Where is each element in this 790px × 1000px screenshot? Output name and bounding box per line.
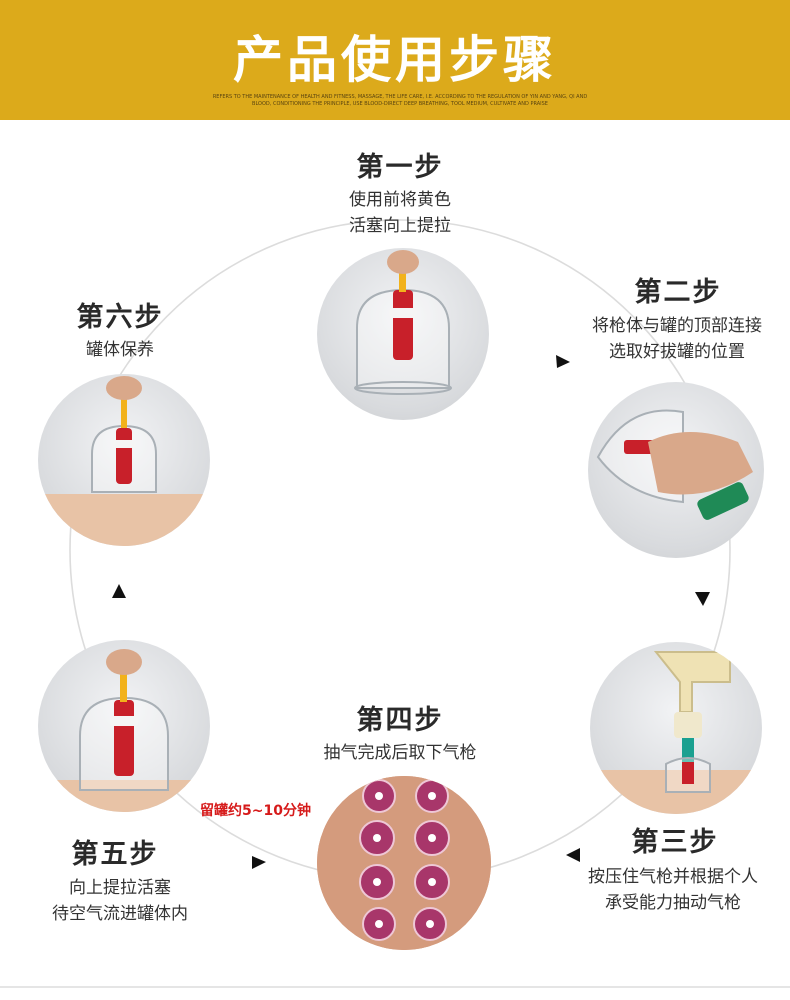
arrow-icon: [695, 592, 710, 606]
pump-gun-icon: [596, 409, 753, 520]
cupping-cup-icon: [38, 376, 210, 546]
step-3-desc: 按压住气枪并根据个人 承受能力抽动气枪: [553, 864, 790, 916]
step-1-title: 第一步: [356, 152, 444, 183]
page-title: 产品使用步骤: [233, 31, 557, 89]
step-1-desc: 使用前将黄色 活塞向上提拉: [280, 187, 520, 239]
arrow-icon: [112, 584, 126, 598]
step-6-title: 第六步: [76, 302, 164, 333]
step-6-photo: [38, 374, 210, 546]
step-4-photo: [317, 776, 491, 950]
step-3-desc-line1: 按压住气枪并根据个人: [588, 867, 758, 887]
steps-stage: 第一步 使用前将黄色 活塞向上提拉 第二步 将枪体与罐的顶部连接 选取好拔罐的位…: [0, 120, 790, 1000]
header-subtitle: REFERS TO THE MAINTENANCE OF HEALTH AND …: [212, 94, 588, 107]
step-6-desc: 罐体保养: [0, 337, 240, 363]
step-3-title: 第三步: [631, 827, 719, 858]
cupping-cup-icon: [317, 776, 491, 950]
retention-time-note: 留罐约5~10分钟: [200, 803, 311, 819]
step-2-title: 第二步: [634, 277, 722, 308]
step-2-desc: 将枪体与罐的顶部连接 选取好拔罐的位置: [557, 313, 790, 365]
step-4-title: 第四步: [356, 705, 444, 736]
arrow-icon: [252, 856, 266, 869]
header-banner: 产品使用步骤 REFERS TO THE MAINTENANCE OF HEAL…: [0, 0, 790, 120]
step-1-desc-line2: 活塞向上提拉: [349, 216, 451, 236]
step-1-desc-line1: 使用前将黄色: [349, 190, 451, 210]
step-4-desc: 抽气完成后取下气枪: [280, 740, 520, 766]
step-5-title: 第五步: [71, 839, 159, 870]
step-5-desc-line1: 向上提拉活塞: [69, 878, 171, 898]
step-2-desc-line1: 将枪体与罐的顶部连接: [592, 316, 762, 336]
step-5-desc-line2: 待空气流进罐体内: [52, 904, 188, 924]
step-1-photo: [317, 248, 489, 420]
step-5-photo: [38, 640, 210, 812]
step-5-desc: 向上提拉活塞 待空气流进罐体内: [0, 875, 240, 927]
cupping-cup-icon: [354, 250, 452, 395]
pump-gun-icon: [590, 651, 762, 814]
arrow-icon: [556, 355, 570, 368]
footer-divider: [0, 986, 790, 988]
step-2-desc-line2: 选取好拔罐的位置: [609, 342, 745, 362]
step-3-photo: [590, 642, 762, 814]
arrow-icon: [566, 848, 580, 862]
step-2-photo: [588, 382, 764, 558]
step-4-desc-line1: 抽气完成后取下气枪: [323, 743, 477, 763]
step-6-desc-line1: 罐体保养: [86, 340, 154, 360]
step-3-desc-line2: 承受能力抽动气枪: [605, 893, 741, 913]
cupping-cup-icon: [38, 649, 210, 812]
